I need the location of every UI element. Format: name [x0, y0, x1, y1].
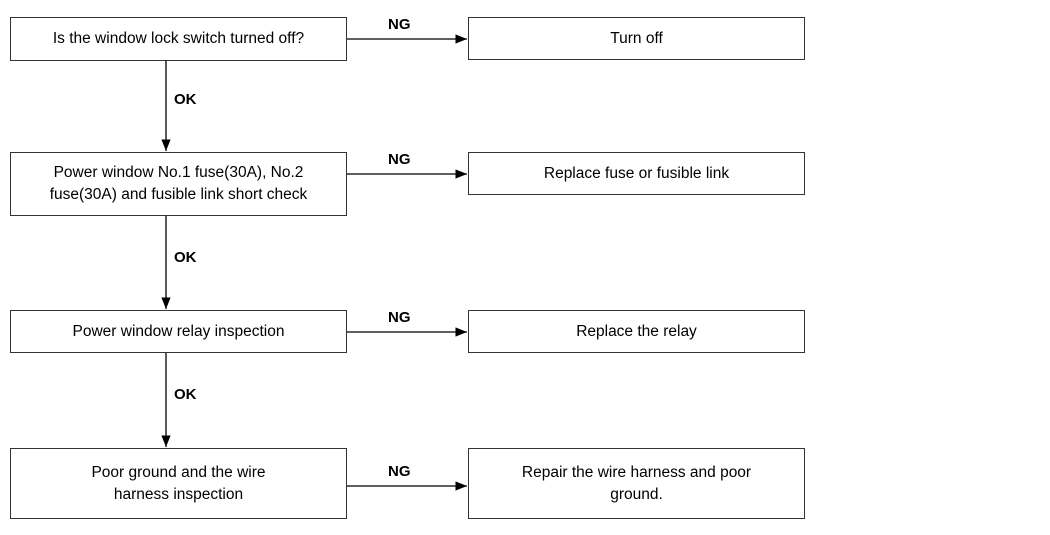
check-box-fuse: Power window No.1 fuse(30A), No.2 fuse(3… [10, 152, 347, 216]
ng-label: NG [388, 309, 411, 326]
check-box-relay: Power window relay inspection [10, 310, 347, 353]
ok-label: OK [174, 386, 197, 403]
check-box-window-lock: Is the window lock switch turned off? [10, 17, 347, 61]
action-box-repair-harness: Repair the wire harness and poor ground. [468, 448, 805, 519]
ng-label: NG [388, 16, 411, 33]
ng-label: NG [388, 151, 411, 168]
action-text: Replace the relay [576, 322, 697, 340]
check-text: Power window relay inspection [72, 322, 285, 340]
ok-label: OK [174, 249, 197, 266]
check-box-ground-harness: Poor ground and the wire harness inspect… [10, 448, 347, 519]
ng-label: NG [388, 463, 411, 480]
check-text: Is the window lock switch turned off? [52, 30, 305, 47]
action-text: Turn off [610, 29, 663, 47]
check-text: Poor ground and the wire harness inspect… [91, 463, 266, 503]
action-box-replace-fuse: Replace fuse or fusible link [468, 152, 805, 195]
check-text: Power window No.1 fuse(30A), No.2 fuse(3… [49, 164, 308, 203]
ok-label: OK [174, 91, 197, 108]
action-box-turn-off: Turn off [468, 17, 805, 60]
action-text: Repair the wire harness and poor ground. [521, 463, 752, 503]
action-text: Replace fuse or fusible link [543, 164, 730, 182]
action-box-replace-relay: Replace the relay [468, 310, 805, 353]
